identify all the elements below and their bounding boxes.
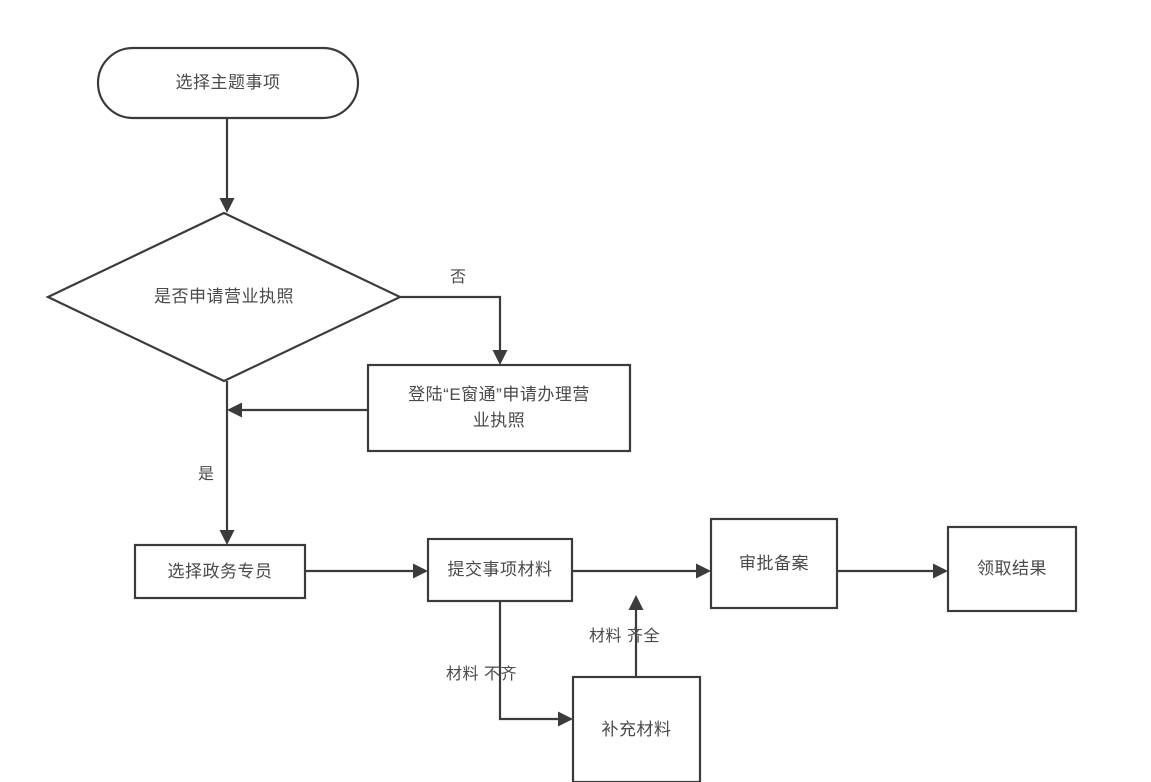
arrow-head [219,198,235,213]
edge-line [400,295,502,359]
edge-apply-back-to-main [227,402,368,418]
node-shape-rect[interactable] [133,543,307,600]
edge-decision-yes-to-officer [219,381,235,545]
node-shape-rect[interactable] [946,525,1078,613]
node-shape-rect[interactable] [366,363,632,453]
edge-approval-to-collect [837,563,948,579]
node-collect-result[interactable] [946,525,1078,613]
arrow-head [227,402,242,418]
node-shape-stadium[interactable] [96,46,360,120]
node-shape-rect[interactable] [709,517,839,610]
nodes-layer [45,46,1078,782]
arrow-head [413,563,428,579]
node-shape-rect[interactable] [426,537,574,603]
arrow-head [933,563,948,579]
arrow-head [628,595,644,610]
node-submit-materials[interactable] [426,537,574,603]
edges-layer [219,118,948,727]
edge-line [498,601,567,721]
edge-submit-to-approval [572,563,711,579]
edge-submit-to-supplement [498,601,573,727]
node-decision-license[interactable] [45,211,403,383]
node-start[interactable] [96,46,360,120]
node-shape-diamond[interactable] [45,211,403,383]
arrow-head [696,563,711,579]
edge-start-to-decision [219,118,235,213]
node-shape-rect[interactable] [571,675,702,782]
arrow-head [219,530,235,545]
edge-decision-no-to-apply [400,295,508,365]
edge-officer-to-submit [305,563,428,579]
node-approval-filing[interactable] [709,517,839,610]
arrow-head [558,711,573,727]
node-apply-license[interactable] [366,363,632,453]
edge-supplement-to-approval-line [628,595,644,677]
node-choose-officer[interactable] [133,543,307,600]
node-supplement-materials[interactable] [571,675,702,782]
arrow-head [492,350,508,365]
